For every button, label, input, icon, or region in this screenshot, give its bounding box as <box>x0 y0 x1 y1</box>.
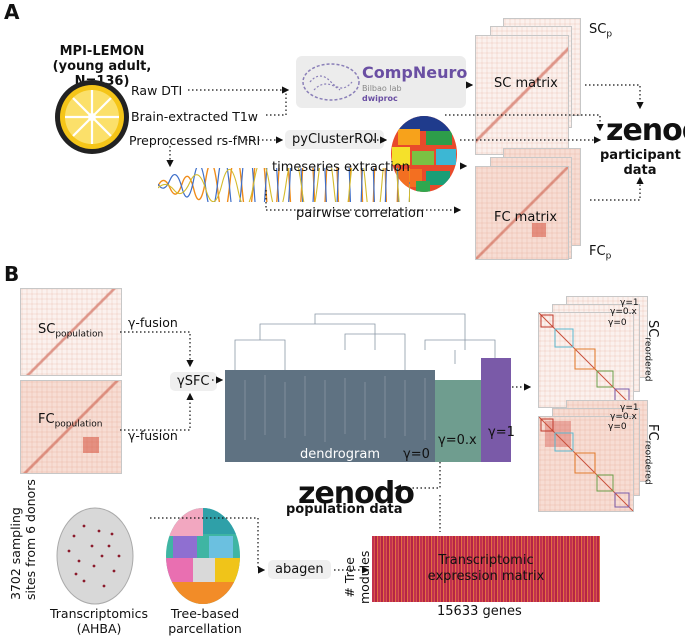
sc-matrix-label: SC matrix <box>494 76 558 91</box>
brain-parcellation-icon <box>391 116 457 192</box>
sc-p-label: SCp <box>589 22 613 40</box>
expression-label: Transcriptomic expression matrix <box>427 553 545 584</box>
timeseries-plot <box>158 168 410 202</box>
sc-reordered-front <box>538 312 634 408</box>
lemon-icon <box>55 80 129 154</box>
transcriptomics-label: Transcriptomics (AHBA) <box>49 606 149 636</box>
zenodo-population-caption: population data <box>286 502 403 517</box>
panel-b-arrows <box>120 331 532 574</box>
sc-population-matrix <box>20 288 122 376</box>
sc-matrix-front <box>475 35 569 155</box>
genes-label: 15633 genes <box>437 604 522 619</box>
compneuro-lab: Bilbao lab <box>362 84 402 93</box>
zenodo-logo-bottom: zenodo <box>298 476 415 511</box>
pycluster-box: pyClusterROI <box>285 130 385 149</box>
gamma-0-label: γ=0 <box>403 447 430 462</box>
fc-population-matrix <box>20 380 122 474</box>
abagen-box: abagen <box>268 560 331 579</box>
fc-matrix-label: FC matrix <box>494 210 558 225</box>
sc-stack-g1: γ=1 <box>620 298 639 308</box>
transcriptomics-brain <box>56 507 134 605</box>
gamma-fusion-bottom: γ-fusion <box>128 428 178 443</box>
fc-stack-g0: γ=0 <box>608 422 627 432</box>
timeseries-label: timeseries extraction <box>272 160 410 175</box>
gsfc-box: γSFC <box>170 372 217 391</box>
panel-a-label: A <box>4 0 20 24</box>
dendrogram-plot <box>225 313 511 462</box>
zenodo-logo-top: zenodo <box>606 113 685 148</box>
fc-stack-g0x: γ=0.x <box>610 412 637 422</box>
parcellation-brain <box>166 508 240 604</box>
panel-a-arrows <box>166 81 644 214</box>
t1w-label: Brain-extracted T1w <box>131 109 259 124</box>
dendrogram-label: dendrogram <box>300 447 380 462</box>
gamma-0x-label: γ=0.x <box>438 433 477 448</box>
parcellation-label: Tree-based parcellation <box>168 606 242 636</box>
sc-stack-g0x: γ=0.x <box>610 307 637 317</box>
rsfmri-label: Preprocessed rs-fMRI <box>129 133 261 148</box>
compneuro-name: CompNeuro <box>362 63 468 82</box>
compneuro-box: CompNeuro Bilbao lab dwiproc <box>296 56 468 108</box>
gamma-1-label: γ=1 <box>488 425 515 440</box>
fc-matrix-front <box>475 166 569 260</box>
raw-dti-label: Raw DTI <box>131 83 183 98</box>
compneuro-tool: dwiproc <box>362 94 398 103</box>
sc-stack-g0: γ=0 <box>608 318 627 328</box>
panel-b-label: B <box>4 262 20 286</box>
expression-matrix <box>372 536 600 602</box>
zenodo-participant-caption: participant data <box>600 148 681 178</box>
dataset-name: MPI-LEMON <box>59 44 145 59</box>
pairwise-label: pairwise correlation <box>296 206 425 221</box>
gamma-fusion-top: γ-fusion <box>128 315 178 330</box>
fc-population-label: FCpopulation <box>38 412 103 430</box>
fc-stack-g1: γ=1 <box>620 403 639 413</box>
fc-p-label: FCp <box>589 244 612 262</box>
sc-population-label: SCpopulation <box>38 322 104 340</box>
fc-reordered-front <box>538 416 634 512</box>
brain-outline-icon <box>302 63 360 101</box>
